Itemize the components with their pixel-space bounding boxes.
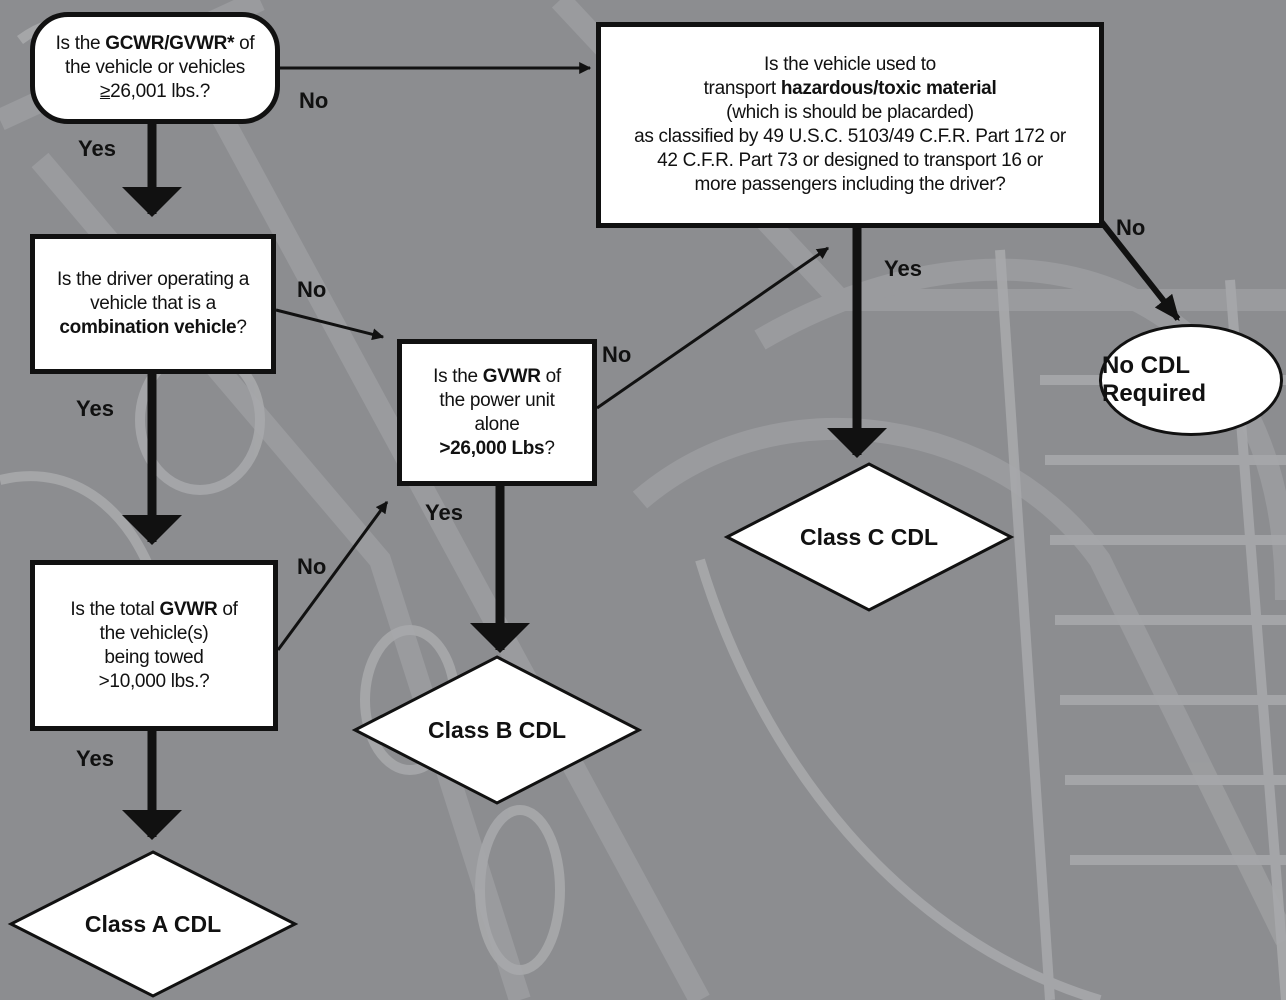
arrow-q2-to-q4 [275,308,385,341]
question-box-gcwr: Is the GCWR/GVWR* of the vehicle or vehi… [30,12,280,124]
result-no-cdl-required: No CDL Required [1099,324,1283,436]
arrow-q5-to-no-cdl [1097,218,1181,322]
result-diamond-class-b [351,655,643,805]
question-box-hazmat-passengers: Is the vehicle used to transport hazardo… [596,22,1104,228]
result-diamond-class-a [7,850,299,998]
label-yes-q2: Yes [76,396,114,421]
label-yes-q4: Yes [425,500,463,525]
result-class-b: Class B CDL [427,717,567,743]
label-yes-q5: Yes [884,256,922,281]
label-no-q2: No [297,277,327,302]
arrow-q4-to-q5 [596,246,829,410]
arrow-q3-to-q4 [276,501,389,651]
label-no-q5: No [1116,215,1146,240]
question-box-combination-vehicle: Is the driver operating a vehicle that i… [30,234,276,374]
label-no-q3: No [297,554,327,579]
label-no-q1: No [299,88,329,113]
result-diamond-class-c [723,462,1015,612]
result-class-a: Class A CDL [84,911,222,937]
question-box-towed-gvwr: Is the total GVWR of the vehicle(s) bein… [30,560,278,731]
question-box-power-unit-gvwr: Is the GVWR of the power unit alone >26,… [397,339,597,486]
label-yes-q3: Yes [76,746,114,771]
label-no-q4: No [602,342,632,367]
label-yes-q1: Yes [78,136,116,161]
result-class-c: Class C CDL [799,524,939,550]
